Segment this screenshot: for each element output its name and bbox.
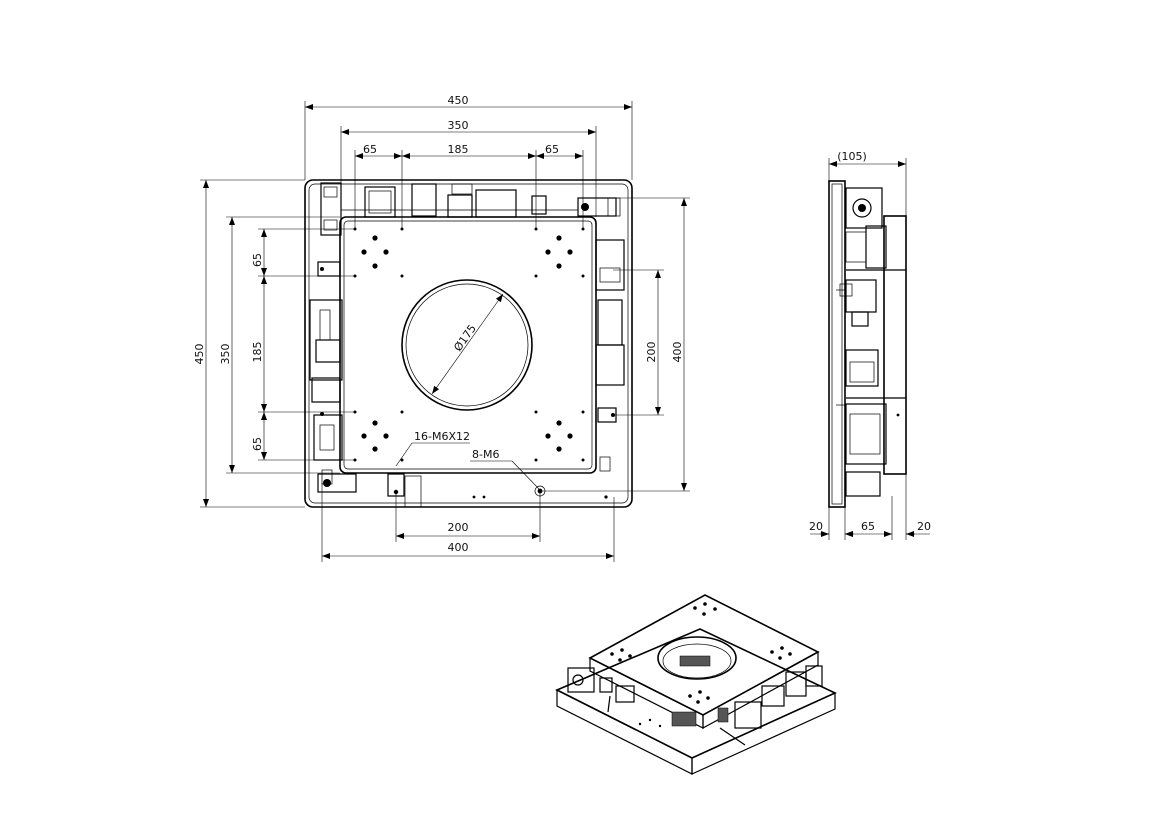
thread-callout-b: 8-M6 bbox=[470, 448, 541, 491]
dimension-side-bottom: 20 65 20 bbox=[809, 474, 931, 540]
top-view: Ø175 bbox=[193, 94, 690, 562]
hole-pattern-top-right bbox=[534, 227, 585, 278]
dimension-400-right: 400 bbox=[540, 197, 690, 492]
iso-base-plate-top bbox=[555, 628, 837, 759]
center-bore-inner bbox=[405, 283, 529, 407]
side-view: (105) 20 65 20 bbox=[809, 150, 931, 540]
iso-top-plate-front-right bbox=[702, 650, 819, 730]
dimension-450-left: 450 bbox=[193, 179, 305, 508]
hole-pattern-bottom-left bbox=[353, 410, 404, 462]
bore-diameter-label: Ø175 bbox=[451, 322, 479, 354]
top-edge-components bbox=[320, 182, 621, 236]
dimension-200-bottom: 200 bbox=[395, 491, 541, 542]
dimension-400-bottom: 400 bbox=[321, 483, 615, 562]
dimension-200-right-label: 200 bbox=[645, 342, 658, 363]
base-plate-outline bbox=[304, 179, 633, 508]
dimension-65-right-label: 65 bbox=[545, 143, 559, 156]
top-plate-inner bbox=[343, 220, 593, 470]
center-bore-outer bbox=[401, 279, 533, 411]
dimension-65-bottom-label: 65 bbox=[251, 437, 264, 451]
dimension-450-label: 450 bbox=[448, 94, 469, 107]
isometric-view bbox=[555, 594, 837, 775]
dimension-200-right: 200 bbox=[613, 269, 664, 416]
dimension-400-right-label: 400 bbox=[671, 342, 684, 363]
dimension-depth-label: (105) bbox=[837, 150, 867, 163]
dimension-65-left-label: 65 bbox=[363, 143, 377, 156]
hole-pattern-top-left bbox=[353, 227, 404, 278]
left-edge-components bbox=[309, 261, 343, 461]
iso-base-plate-front-right bbox=[691, 692, 836, 775]
dimension-350-left-label: 350 bbox=[219, 344, 232, 365]
iso-bore bbox=[657, 636, 737, 680]
bottom-edge-components bbox=[317, 469, 608, 508]
thread-callout-a: 16-M6X12 bbox=[395, 430, 470, 467]
right-edge-components bbox=[595, 239, 625, 472]
dimension-hole-spacing-top: 65 185 65 bbox=[354, 143, 584, 229]
dimension-450-top: 450 bbox=[304, 94, 633, 180]
dimension-65-top-label: 65 bbox=[251, 253, 264, 267]
iso-top-holes bbox=[610, 602, 792, 704]
dimension-350-top: 350 bbox=[340, 119, 597, 217]
dimension-side-20-left-label: 20 bbox=[809, 520, 823, 533]
dimension-400-bottom-label: 400 bbox=[448, 541, 469, 554]
side-base-plate bbox=[828, 180, 846, 508]
hole-pattern-bottom-right bbox=[534, 410, 585, 462]
dimension-185-left-label: 185 bbox=[251, 342, 264, 363]
thread-callout-a-label: 16-M6X12 bbox=[414, 430, 470, 443]
side-top-plate bbox=[883, 215, 907, 475]
thread-callout-b-label: 8-M6 bbox=[472, 448, 499, 461]
dimension-350-left: 350 bbox=[219, 216, 340, 474]
dimension-side-20-right-label: 20 bbox=[917, 520, 931, 533]
dimension-185-label: 185 bbox=[448, 143, 469, 156]
bore-dimension-line bbox=[431, 293, 504, 395]
dimension-450-left-label: 450 bbox=[193, 344, 206, 365]
dimension-side-65-label: 65 bbox=[861, 520, 875, 533]
dimension-hole-spacing-left: 65 185 65 bbox=[251, 228, 355, 461]
dimension-200-bottom-label: 200 bbox=[448, 521, 469, 534]
dimension-depth-top: (105) bbox=[828, 150, 907, 216]
iso-hardware bbox=[567, 665, 823, 746]
dimension-350-label: 350 bbox=[448, 119, 469, 132]
